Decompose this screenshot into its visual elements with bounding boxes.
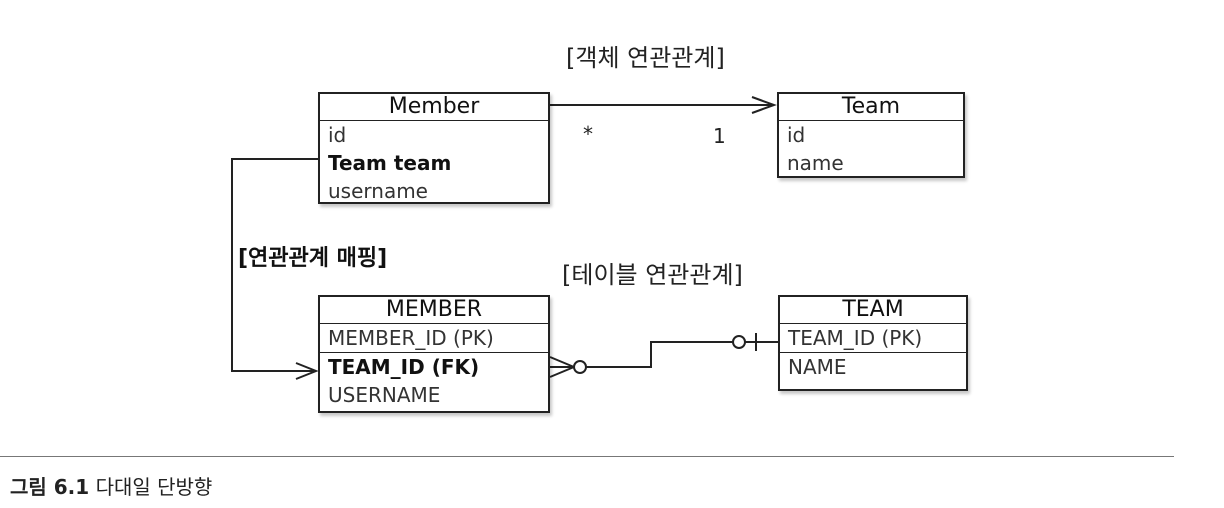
team-optional-circle [732, 335, 746, 349]
multiplicity-many: * [583, 122, 593, 146]
figure-caption: 그림 6.1 다대일 단방향 [10, 471, 212, 500]
crowfoot-line-top [549, 356, 575, 368]
member-column-team-id: TEAM_ID (FK) [328, 355, 480, 379]
er-relation-line [586, 341, 733, 368]
member-class-box: Member id Team team username [318, 92, 550, 204]
member-field-team: Team team [328, 151, 452, 175]
team-column-team-id: TEAM_ID (PK) [780, 324, 966, 353]
figure-title: 다대일 단방향 [95, 475, 213, 499]
member-class-title: Member [320, 94, 548, 121]
member-optional-circle [573, 360, 587, 374]
mapping-line [231, 158, 318, 372]
figure-number: 그림 6.1 [10, 475, 90, 499]
team-class-box: Team id name [777, 92, 965, 178]
team-class-title: Team [779, 94, 963, 121]
member-column-member-id: MEMBER_ID (PK) [320, 324, 548, 353]
member-table-title: MEMBER [320, 297, 548, 324]
mapping-arrowhead [295, 362, 319, 380]
team-column-name: NAME [788, 355, 847, 379]
table-relation-label: [테이블 연관관계] [562, 261, 743, 289]
association-arrowhead [751, 96, 777, 114]
member-field-username: username [328, 179, 428, 203]
caption-divider [0, 456, 1174, 457]
team-table-box: TEAM TEAM_ID (PK) NAME [778, 295, 968, 391]
team-field-id: id [787, 123, 806, 147]
team-field-name: name [787, 151, 844, 175]
member-field-id: id [328, 123, 347, 147]
crowfoot-line-bottom [549, 366, 575, 378]
member-column-username: USERNAME [328, 383, 441, 407]
multiplicity-one: 1 [713, 124, 726, 148]
member-table-box: MEMBER MEMBER_ID (PK) TEAM_ID (FK) USERN… [318, 295, 550, 413]
mapping-label: [연관관계 매핑] [238, 246, 388, 271]
team-table-title: TEAM [780, 297, 966, 324]
object-relation-label: [객체 연관관계] [566, 44, 725, 72]
